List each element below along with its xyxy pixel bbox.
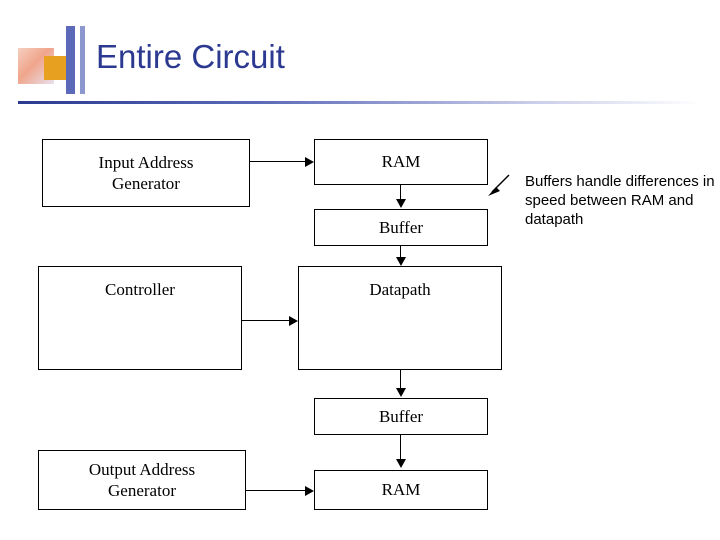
decoration-light-blue-bar (80, 26, 85, 94)
decoration-blue-bar (66, 26, 75, 94)
arrowhead-datapath-to-buffer-bottom (396, 388, 406, 397)
arrowhead-controller-to-datapath (289, 316, 298, 326)
box-label: Buffer (378, 406, 424, 426)
connector-controller-to-datapath (242, 320, 289, 321)
connector-buffer-bottom-to-ram-bottom (400, 435, 401, 459)
box-ram-bottom[interactable]: RAM (314, 470, 488, 510)
annotation-leader-arrowhead (488, 187, 500, 196)
connector-input-generator-to-ram (250, 161, 305, 162)
title-decoration (18, 26, 96, 102)
box-controller[interactable]: Controller (38, 266, 242, 370)
box-buffer-top[interactable]: Buffer (314, 209, 488, 246)
box-label: Datapath (369, 280, 431, 299)
box-label: Input Address Generator (98, 152, 194, 193)
connector-ram-to-buffer-top (400, 185, 401, 200)
arrowhead-input-generator-to-ram (305, 157, 314, 167)
box-input-address-generator[interactable]: Input Address Generator (42, 139, 250, 207)
box-output-address-generator[interactable]: Output Address Generator (38, 450, 246, 510)
box-label: RAM (381, 152, 421, 172)
arrowhead-output-generator-to-ram-bottom (305, 486, 314, 496)
annotation-leader-line (491, 174, 510, 193)
arrowhead-ram-to-buffer-top (396, 199, 406, 208)
connector-buffer-top-to-datapath (400, 246, 401, 258)
arrowhead-buffer-top-to-datapath (396, 257, 406, 266)
box-datapath[interactable]: Datapath (298, 266, 502, 370)
connector-datapath-to-buffer-bottom (400, 370, 401, 388)
connector-output-generator-to-ram-bottom (246, 490, 305, 491)
annotation-text: Buffers handle differences in speed betw… (525, 173, 715, 229)
box-label: Buffer (378, 217, 424, 237)
box-label: Controller (105, 280, 175, 299)
box-buffer-bottom[interactable]: Buffer (314, 398, 488, 435)
box-label: RAM (381, 480, 421, 500)
page-title: Entire Circuit (96, 38, 285, 75)
box-ram-top[interactable]: RAM (314, 139, 488, 185)
title-underline (18, 101, 702, 104)
box-label: Output Address Generator (88, 459, 196, 500)
decoration-orange-square (44, 56, 68, 80)
arrowhead-buffer-bottom-to-ram-bottom (396, 459, 406, 468)
